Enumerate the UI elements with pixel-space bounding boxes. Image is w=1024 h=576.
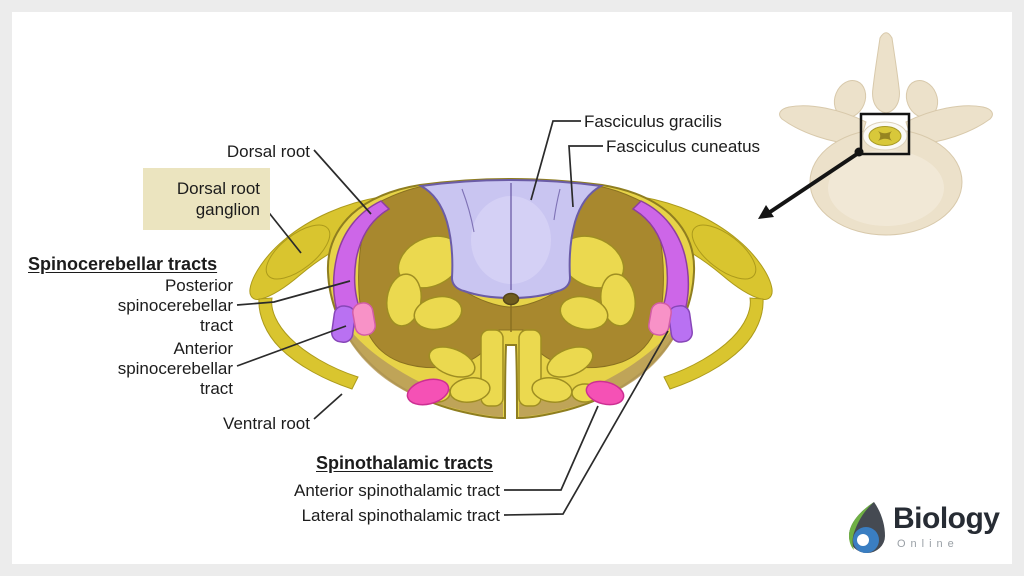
leader-fasciculus-cuneatus bbox=[568, 145, 603, 208]
transverse-process-right bbox=[905, 105, 993, 146]
dorsal-root-ganglion-left bbox=[265, 224, 331, 280]
label-spinocerebellar-tracts-heading: Spinocerebellar tracts bbox=[28, 254, 218, 274]
biology-online-logo: Biology Online bbox=[845, 500, 1010, 560]
leader-anterior-spinocerebellar bbox=[236, 325, 347, 367]
label-fasciculus-gracilis: Fasciculus gracilis bbox=[584, 112, 722, 131]
label-dorsal-root: Dorsal root bbox=[226, 142, 310, 161]
anterior-spinocerebellar-tract-left bbox=[331, 305, 356, 343]
anterior-spinocerebellar-tract-right bbox=[668, 305, 693, 343]
lateral-spinothalamic-tract-right bbox=[648, 302, 672, 336]
central-canal bbox=[502, 292, 520, 306]
label-anterior-spinocerebellar-tract: Anterior spinocerebellar tract bbox=[117, 339, 233, 398]
label-dorsal-root-ganglion: Dorsal root ganglion bbox=[143, 168, 270, 230]
label-posterior-spinocerebellar-tract: Posterior spinocerebellar tract bbox=[117, 276, 233, 335]
label-lateral-spinothalamic-tract: Lateral spinothalamic tract bbox=[301, 506, 500, 525]
dorsal-root-ganglion-right bbox=[691, 224, 757, 280]
logo-brand-text: Biology bbox=[893, 502, 1000, 535]
leader-fasciculus-gracilis bbox=[530, 120, 581, 201]
anterior-spinothalamic-tract-right bbox=[585, 380, 625, 406]
dorsal-intermediate-sulcus-left bbox=[461, 188, 475, 233]
dorsal-columns bbox=[417, 178, 605, 300]
vertebra-bone bbox=[779, 32, 993, 236]
leader-ventral-root bbox=[313, 393, 343, 420]
leader-anterior-spinothalamic bbox=[504, 405, 599, 491]
label-ventral-root: Ventral root bbox=[223, 414, 310, 433]
vertebral-body-highlight bbox=[828, 150, 944, 226]
mini-gray-matter bbox=[878, 131, 892, 141]
transverse-process-left bbox=[779, 105, 867, 146]
logo-subtitle-text: Online bbox=[897, 538, 959, 550]
location-arrow bbox=[758, 147, 864, 219]
leader-posterior-spinocerebellar bbox=[236, 280, 351, 306]
spinous-process bbox=[872, 32, 900, 114]
white-matter-fascicles bbox=[386, 235, 636, 407]
ventral-root-left bbox=[258, 297, 359, 390]
vertebra-inset-illustration bbox=[758, 12, 1012, 247]
lateral-spinothalamic-tract-left bbox=[352, 302, 376, 336]
biology-online-logo-icon bbox=[849, 502, 885, 553]
leader-lines bbox=[236, 120, 669, 516]
ventral-root-right bbox=[663, 297, 764, 390]
leader-lateral-spinothalamic bbox=[503, 330, 669, 516]
label-anterior-spinothalamic-tract: Anterior spinothalamic tract bbox=[294, 481, 500, 500]
location-box bbox=[859, 112, 911, 156]
leader-dorsal-root bbox=[313, 149, 372, 215]
dorsal-intermediate-sulcus-right bbox=[553, 188, 561, 221]
anterior-spinothalamic-tract-left bbox=[406, 378, 450, 406]
label-spinothalamic-tracts-heading: Spinothalamic tracts bbox=[316, 453, 494, 473]
label-fasciculus-cuneatus: Fasciculus cuneatus bbox=[606, 137, 761, 156]
